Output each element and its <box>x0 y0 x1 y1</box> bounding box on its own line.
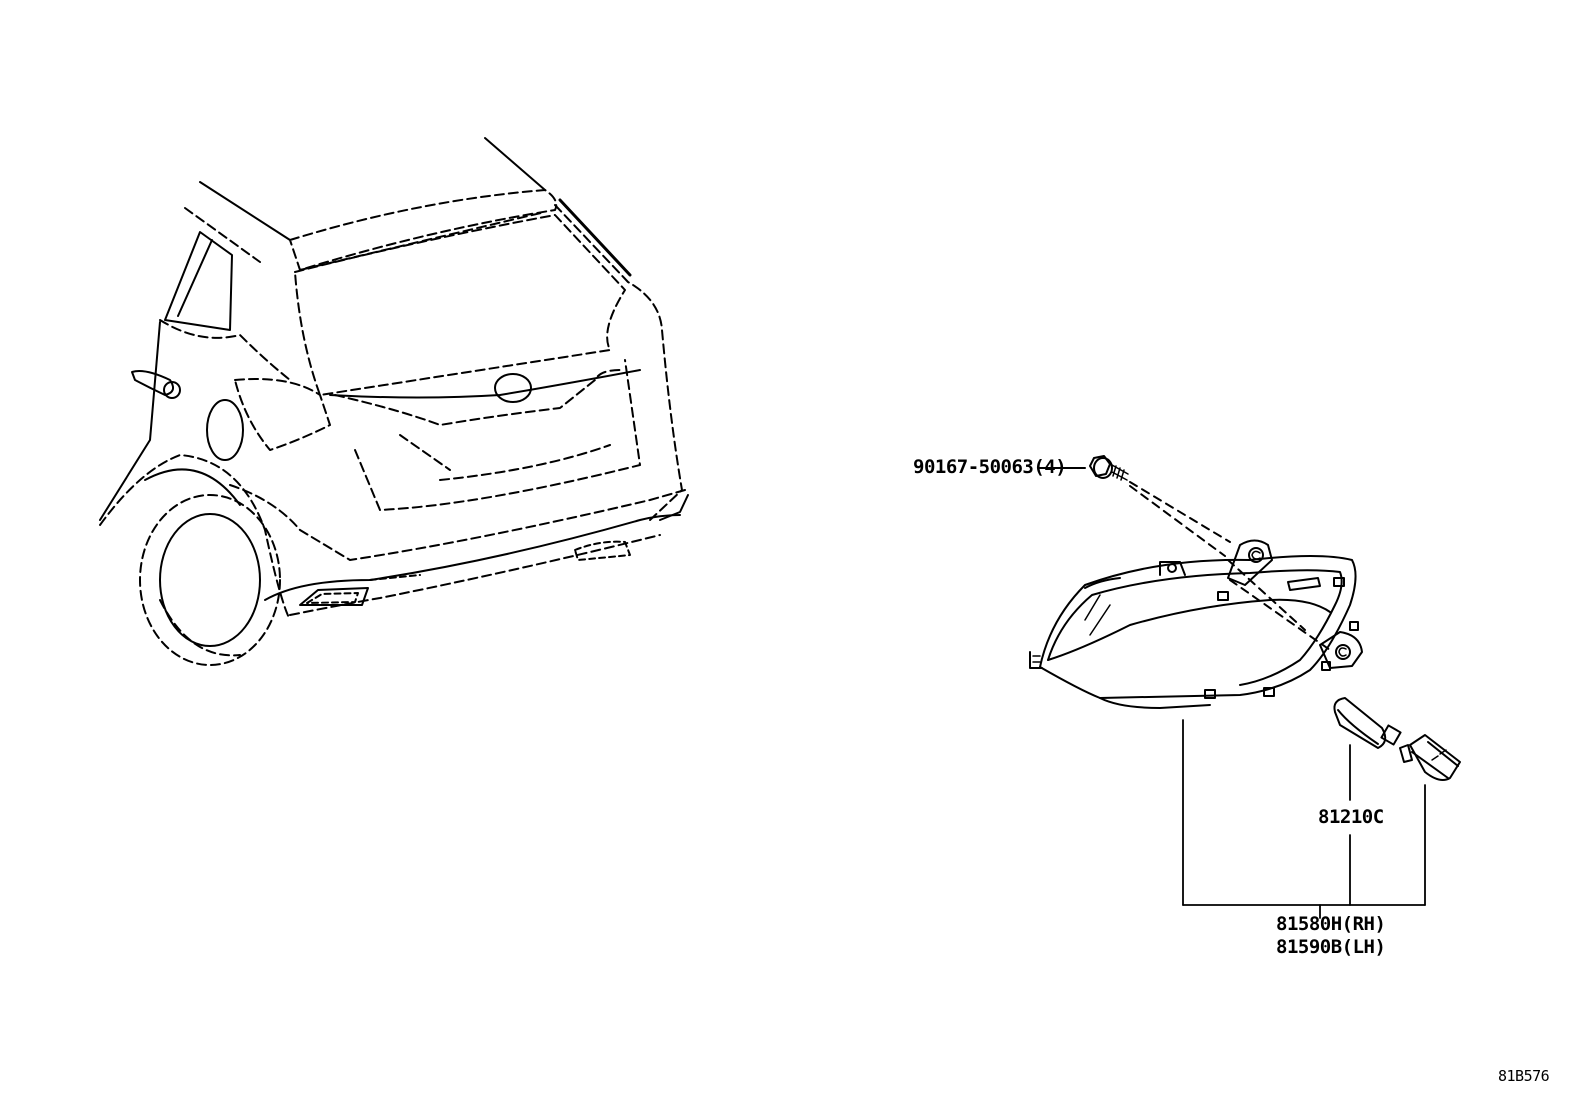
diagram-reference-code: 81B576 <box>1498 1067 1550 1085</box>
bolt-part <box>1037 455 1331 651</box>
bulb-part <box>1333 697 1402 749</box>
bolt-part-number: 90167-50063(4) <box>913 456 1067 478</box>
callout-lines <box>1182 719 1426 919</box>
bulb-part-number: 81210C <box>1318 806 1384 828</box>
vehicle-rear-illustration <box>99 137 689 666</box>
assembly-rh-part-number: 81580H(RH) <box>1276 913 1386 935</box>
socket-part <box>1399 734 1461 781</box>
assembly-lh-part-number: 81590B(LH) <box>1276 936 1386 958</box>
reflector-lamp-assembly <box>1029 539 1363 709</box>
